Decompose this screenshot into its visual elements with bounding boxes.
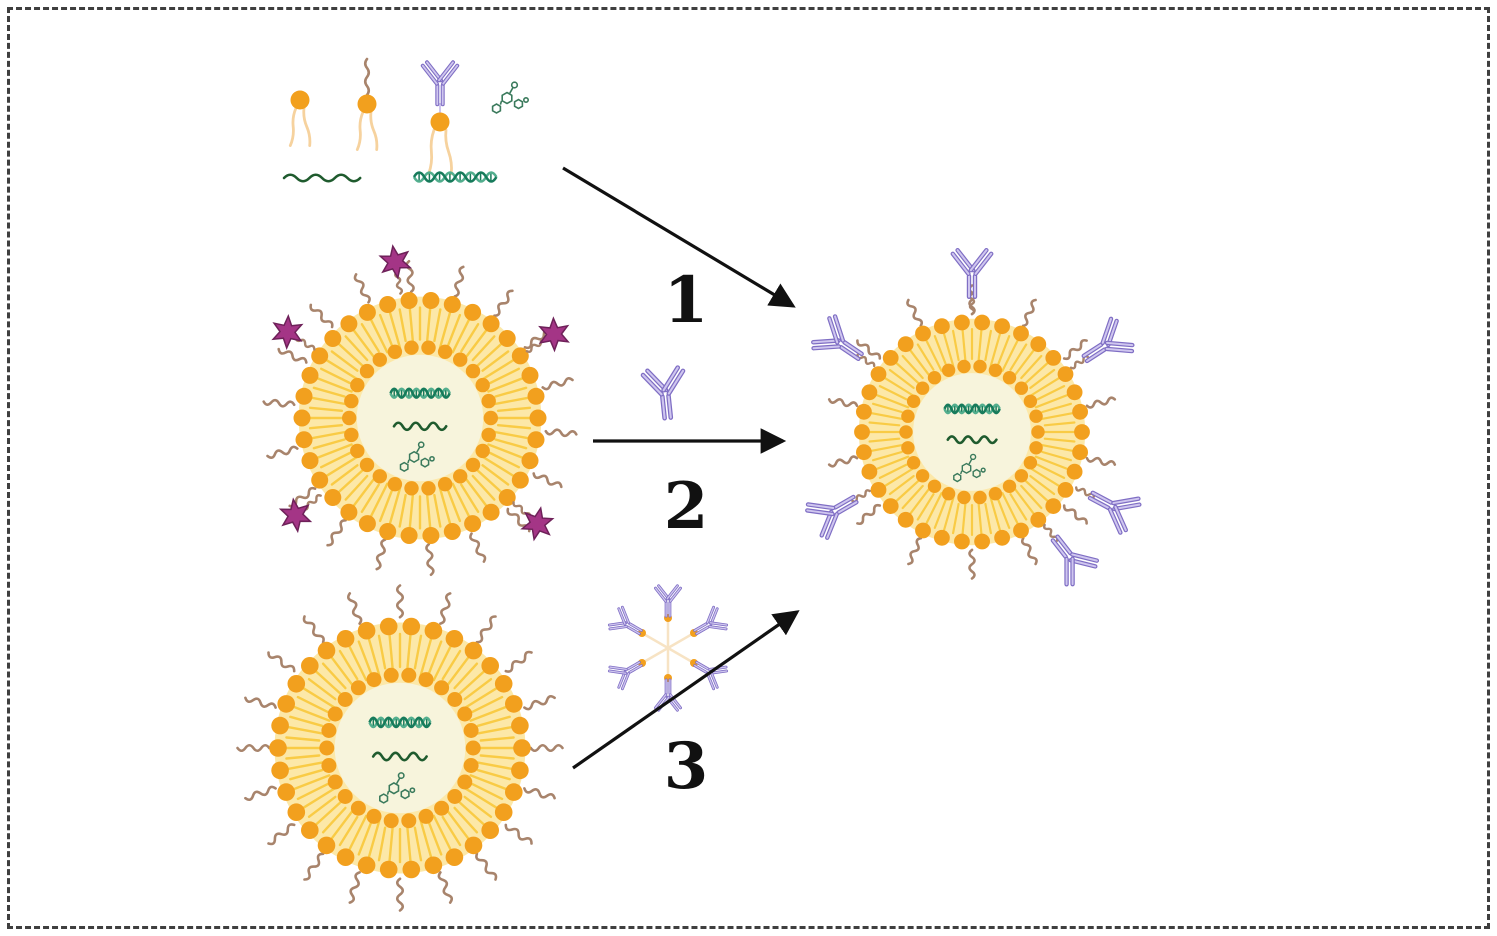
peg-lipid-icon (355, 57, 379, 151)
diagram-artwork (236, 57, 1142, 912)
antibody-icon (693, 660, 729, 691)
antibody-icon (607, 605, 643, 636)
drug-molecules-icon (399, 441, 435, 472)
targeting-ligand-star-icon (278, 497, 313, 534)
drug-molecules-icon (379, 772, 416, 804)
dna-helix-icon (943, 403, 1001, 415)
liposome-with-star-ligands (262, 244, 578, 577)
rna-strand-icon (392, 421, 448, 432)
targeting-ligand-star-icon (271, 313, 304, 350)
targeting-ligand-star-icon (520, 506, 555, 542)
targeting-ligand-star-icon (378, 244, 413, 280)
rna-strand-icon (946, 435, 998, 445)
antibody-decorated-liposome (805, 248, 1142, 587)
antibody-icon (607, 660, 643, 691)
antibody-icon (420, 60, 460, 107)
antibody-icon (640, 365, 686, 421)
step-2-label: 2 (664, 469, 709, 544)
dna-helix-icon (389, 387, 451, 399)
antibody-cluster-icon (607, 584, 729, 712)
rna-strand-icon (282, 173, 362, 183)
arrow-step-1 (562, 166, 796, 308)
antibody-icon (811, 314, 864, 362)
arrow-step-3 (572, 610, 800, 770)
targeting-ligand-star-icon (538, 316, 570, 353)
antibody-icon (1050, 534, 1100, 587)
antibody-lipid-conjugate-icon (420, 60, 460, 176)
step-1-label: 1 (664, 263, 709, 338)
antibody-icon (1081, 316, 1135, 364)
antibody-icon (654, 584, 682, 618)
step-2-reagent (640, 365, 686, 421)
drug-molecules-icon (491, 81, 529, 114)
pegylated-liposome (236, 584, 564, 912)
dna-helix-icon (412, 171, 498, 183)
rna-strand-icon (371, 751, 428, 762)
drug-molecules-icon (953, 453, 986, 483)
antibody-icon (1087, 490, 1142, 535)
antibody-icon (950, 248, 994, 299)
antibody-icon (805, 494, 859, 540)
component-legend (282, 57, 529, 183)
dna-helix-icon (368, 716, 432, 729)
lipid-icon (288, 90, 312, 147)
antibody-icon (693, 605, 729, 636)
step-3-label: 3 (664, 729, 709, 804)
